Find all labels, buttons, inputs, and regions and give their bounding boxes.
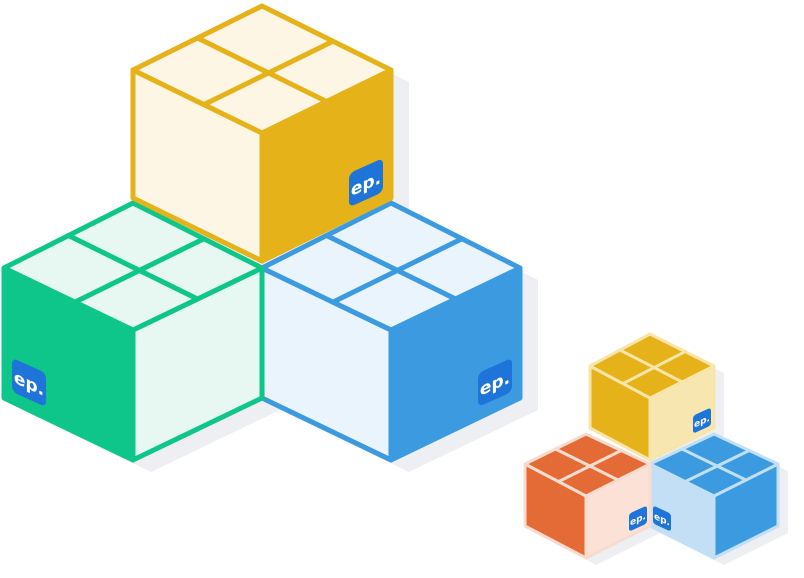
large-green-box: ep. — [1, 200, 265, 463]
ep-logo-icon: ep. — [478, 359, 512, 406]
small-yellow-tape-line — [618, 348, 684, 384]
small-blue-box: ep. — [648, 432, 780, 560]
ep-logo-icon: ep. — [629, 506, 647, 531]
small-yellow-box: ep. — [588, 332, 716, 462]
small-orange-box: ep. — [523, 432, 652, 560]
ep-logo-icon: ep. — [349, 159, 383, 206]
large-green-tape-line — [66, 233, 200, 302]
ep-logo-icon: ep. — [653, 506, 671, 531]
large-blue-box: ep. — [259, 200, 523, 463]
large-yellow-box: ep. — [130, 3, 394, 264]
large-yellow-tape-line — [195, 35, 329, 104]
small-blue-tape-line — [680, 447, 748, 482]
small-orange-tape-line — [554, 447, 620, 482]
ep-logo-icon: ep. — [693, 408, 711, 433]
large-blue-tape-line — [324, 233, 458, 302]
box-group: ep. ep. ep. ep. ep. ep. — [1, 3, 780, 560]
